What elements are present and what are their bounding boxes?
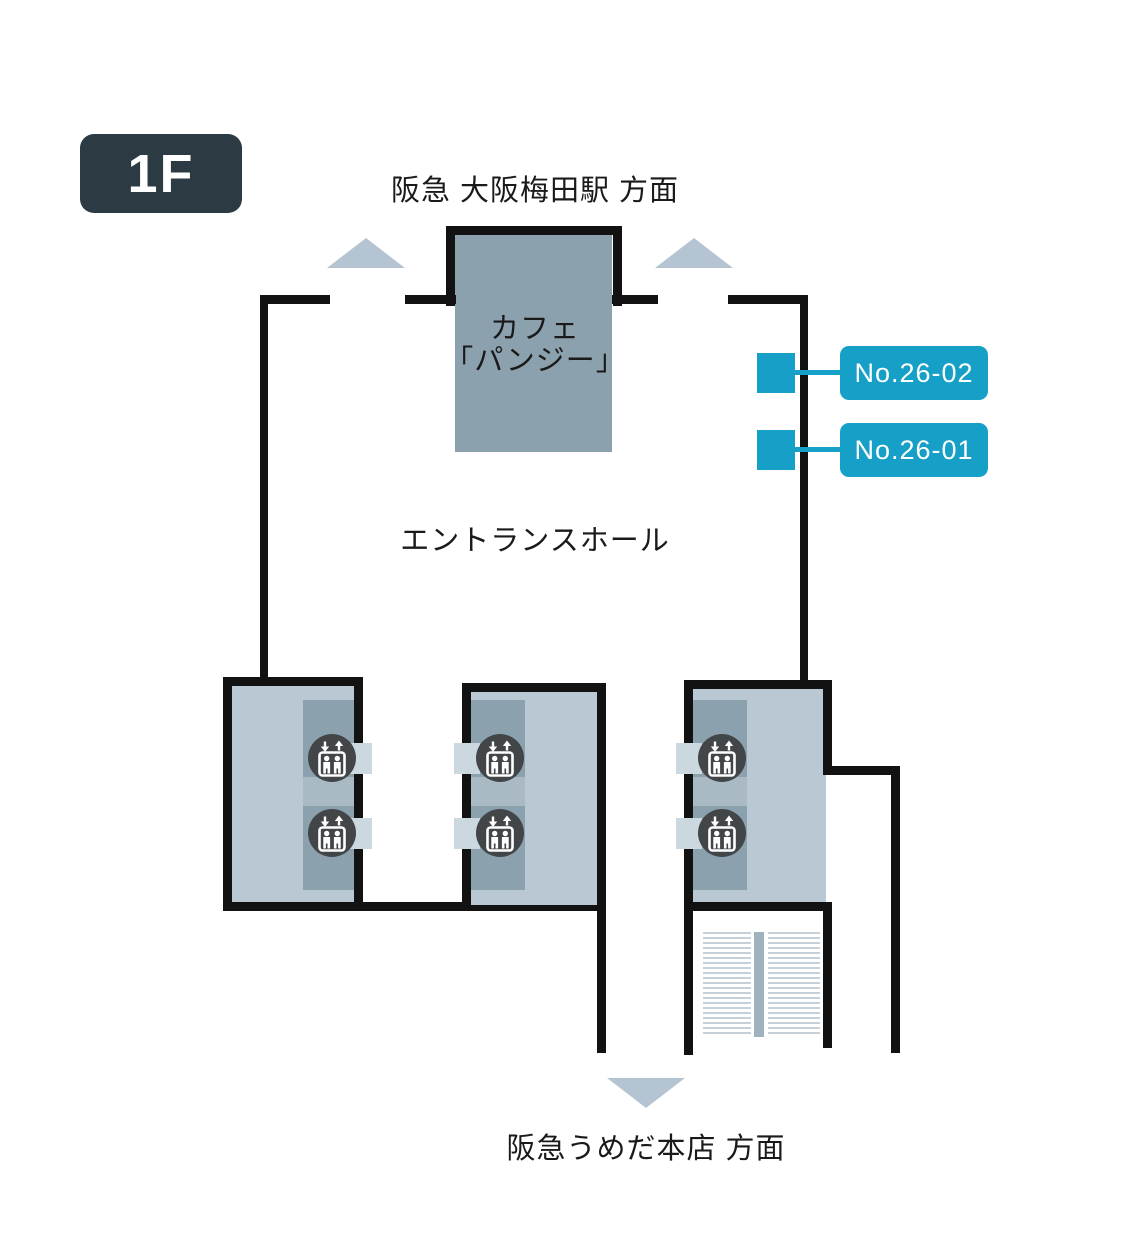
cafe-label-line2: 「パンジー」 [444,344,626,377]
elevator-icon [476,734,524,782]
elevator-icon [308,734,356,782]
wall-segment [891,766,900,1053]
elevator-icon [476,809,524,857]
cafe-label-line1: カフェ [489,313,580,345]
wall-segment [613,226,622,306]
wall-segment [823,766,900,775]
wall-segment [462,683,471,911]
floor-badge: 1F [80,134,242,213]
down-arrow-icon [607,1078,685,1108]
signage-connector-26-01 [795,447,842,452]
direction-label-bottom: 阪急うめだ本店 方面 [506,1133,786,1165]
escalator-left [703,932,751,1037]
entrance-hall-label: エントランスホール [400,525,670,557]
wall-segment [684,680,832,689]
signage-tag-26-01[interactable]: No.26-01 [840,423,988,477]
signage-tag-26-02[interactable]: No.26-02 [840,346,988,400]
wall-segment [223,902,605,911]
signage-tag-26-01-label: No.26-01 [854,434,974,465]
wall-segment [260,295,330,304]
elevator-door-notch [676,818,702,849]
wall-segment [405,295,456,304]
up-arrow-left-icon [327,238,405,268]
cafe-pansy-room [455,232,612,452]
wall-segment [354,677,363,911]
wall-segment [446,226,622,235]
wall-segment [260,295,268,685]
wall-segment [823,902,832,1048]
elevator-lobby-strip [467,777,525,806]
signage-connector-26-02 [795,370,842,375]
signage-marker-26-02 [757,353,795,393]
elevator-icon [308,809,356,857]
elevator-icon [698,809,746,857]
wall-segment [223,677,232,911]
wall-segment [823,680,832,775]
signage-tag-26-02-label: No.26-02 [854,357,974,388]
elevator-icon [698,734,746,782]
wall-segment [612,295,658,304]
escalator-right [768,932,820,1037]
wall-segment [446,226,455,306]
up-arrow-right-icon [655,238,733,268]
elevator-lobby-strip [689,777,747,806]
direction-label-top: 阪急 大阪梅田駅 方面 [390,175,680,207]
signage-marker-26-01 [757,430,795,470]
wall-segment [684,680,693,1055]
cafe-label: カフェ 「パンジー」 [430,313,640,378]
floor-badge-label: 1F [127,143,195,204]
wall-segment [223,677,362,686]
wall-segment [728,295,808,304]
wall-segment [800,295,808,685]
elevator-door-notch [454,818,480,849]
wall-segment [462,683,605,692]
wall-segment [597,683,606,1053]
elevator-door-notch [454,743,480,774]
elevator-door-notch [676,743,702,774]
wall-segment [684,902,832,911]
escalator-divider [754,932,764,1037]
